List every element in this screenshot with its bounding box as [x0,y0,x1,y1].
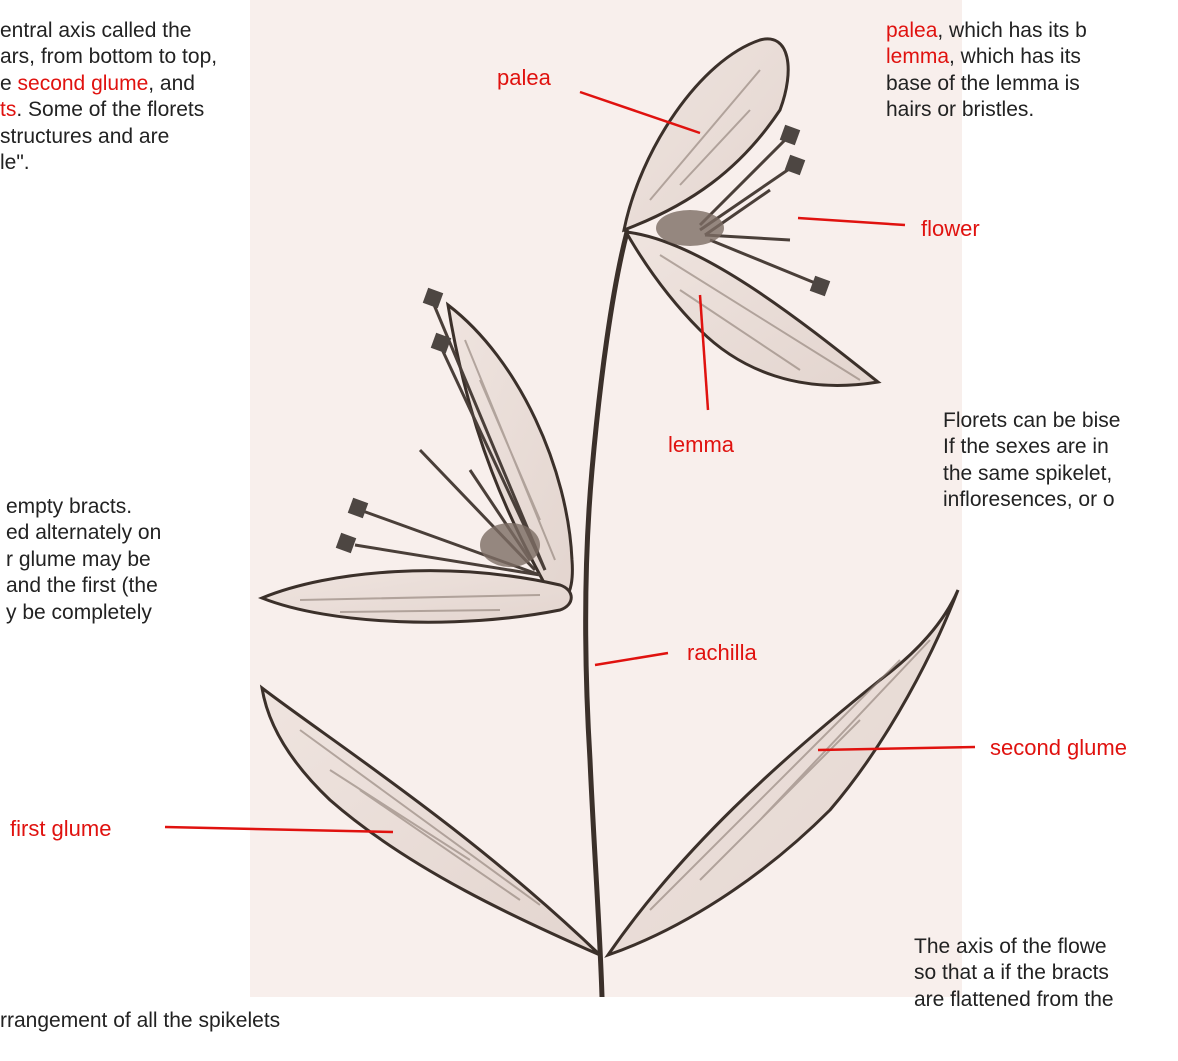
first-glume-shape [262,688,600,955]
text-fragment: . Some of the florets [16,98,204,121]
paragraph-line: are flattened from the [914,987,1114,1014]
palea-shape [624,39,788,230]
paragraph-line: ed alternately on [6,520,161,547]
paragraph-line: ars, from bottom to top, [0,44,217,71]
paragraph-line: palea, which has its b [886,18,1087,45]
paragraph-line: If the sexes are in [943,434,1120,461]
second-glume-shape [608,590,958,955]
term-highlight: lemma [886,45,949,68]
text-fragment: e [0,72,18,95]
first-glume-leader [165,827,393,832]
text-fragment: , which has its [949,45,1081,68]
lemma-shape [626,232,878,385]
paragraph-line: entral axis called the [0,18,217,45]
paragraph-line: r glume may be [6,547,161,574]
term-highlight: second glume [18,72,149,95]
paragraph-line: so that a if the bracts [914,960,1114,987]
paragraph-line: le". [0,150,217,177]
paragraph-line: structures and are [0,124,217,151]
text-fragment: , which has its b [937,19,1086,42]
label-rachilla: rachilla [687,640,757,666]
term-highlight: ts [0,98,16,121]
label-palea: palea [497,65,551,91]
paragraph-line: base of the lemma is [886,71,1087,98]
rachilla-stem [586,232,627,997]
paragraph-line: e second glume, and [0,71,217,98]
text-fragment: , and [148,72,195,95]
lower-floret-lower-bract [262,571,571,622]
paragraph-line: the same spikelet, [943,461,1120,488]
paragraph-line: infloresences, or o [943,487,1120,514]
label-second-glume: second glume [990,735,1127,761]
paragraph-line: hairs or bristles. [886,97,1087,124]
paragraph-line: ts. Some of the florets [0,97,217,124]
term-highlight: palea [886,19,937,42]
paragraph-line: Florets can be bise [943,408,1120,435]
paragraph-line: and the first (the [6,573,161,600]
label-flower: flower [921,216,980,242]
paragraph-line: y be completely [6,600,161,627]
paragraph-line: lemma, which has its [886,44,1087,71]
paragraph-line: rrangement of all the spikelets [0,1008,280,1035]
paragraph-line: empty bracts. [6,494,161,521]
bottom-left-paragraph: rrangement of all the spikelets [0,981,280,1061]
label-lemma: lemma [668,432,734,458]
label-first-glume: first glume [10,816,111,842]
flower-leader [798,218,905,225]
paragraph-line: The axis of the flowe [914,934,1114,961]
rachilla-leader [595,653,668,665]
